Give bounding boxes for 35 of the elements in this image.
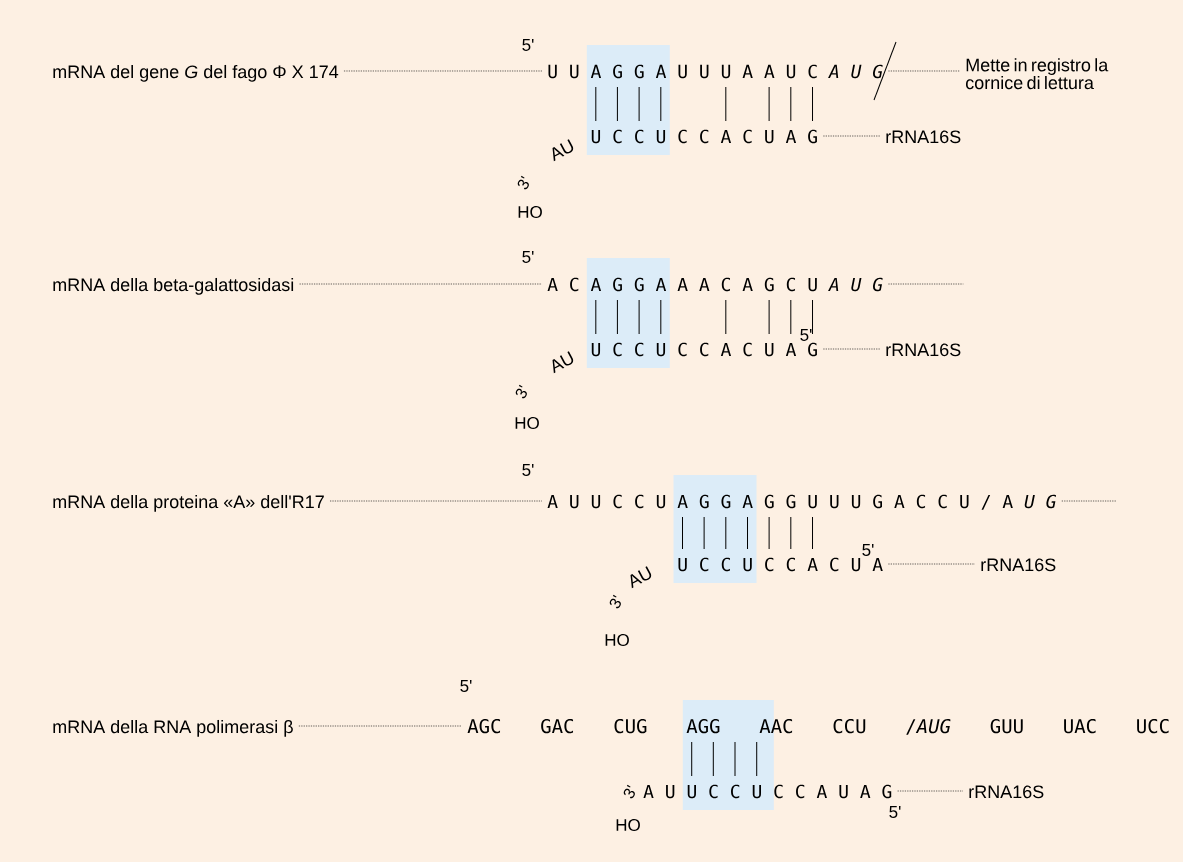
rrna-label: rRNA16S bbox=[981, 558, 1056, 572]
sequence-text: A U U C C U A G G A G G U U U G A C C U / A U G bbox=[547, 494, 1057, 510]
rrna-label: rRNA16S bbox=[886, 130, 961, 144]
sequence-text: U C C U C C A C U A G bbox=[591, 342, 817, 357]
end-label: 5' bbox=[460, 680, 472, 692]
end-label: HO bbox=[616, 819, 640, 832]
end-label: 5' bbox=[522, 39, 534, 51]
gene-label: mRNA della beta-galattosidasi bbox=[53, 277, 294, 295]
sequence-text: AGC GAC CUG AGG AAC CCU /AUG GUU UAC UCC bbox=[467, 718, 1169, 735]
end-label: AU bbox=[630, 566, 652, 589]
end-label: 3' bbox=[517, 175, 529, 190]
sequence-text: U U A G G A U U U A A U C A U G bbox=[548, 64, 883, 79]
rrna-label: rRNA16S bbox=[969, 785, 1044, 799]
gene-label: mRNA del gene G del fago Φ X 174 bbox=[53, 64, 339, 82]
sequence-text: A C A G G A A A C A G C U A U G bbox=[547, 277, 883, 292]
end-label: 3' bbox=[515, 384, 527, 399]
sequence-text: U C C U C C A C U A G bbox=[591, 129, 817, 144]
end-label: AU bbox=[552, 351, 574, 374]
sequence-text: U C C U C C A C U A bbox=[678, 557, 883, 572]
note-text: Mette in registro la cornice di lettura bbox=[966, 58, 1109, 90]
end-label: 5' bbox=[522, 464, 534, 476]
end-label: 5' bbox=[862, 544, 874, 556]
end-label: 5' bbox=[889, 806, 901, 818]
end-label: 3' bbox=[609, 594, 621, 609]
gene-label: mRNA della RNA polimerasi β bbox=[53, 719, 293, 737]
end-label: 3' bbox=[623, 784, 635, 799]
end-label: 5' bbox=[522, 251, 534, 263]
end-label: AU bbox=[552, 139, 574, 162]
sequence-text: A U U C C U C C A U A G bbox=[643, 784, 892, 799]
end-label: HO bbox=[605, 634, 629, 647]
end-label: HO bbox=[518, 206, 542, 219]
end-label: 5' bbox=[800, 329, 812, 341]
rrna-label: rRNA16S bbox=[886, 343, 961, 357]
gene-label: mRNA della proteina «A» dell'R17 bbox=[53, 494, 324, 512]
end-label: HO bbox=[515, 417, 539, 430]
